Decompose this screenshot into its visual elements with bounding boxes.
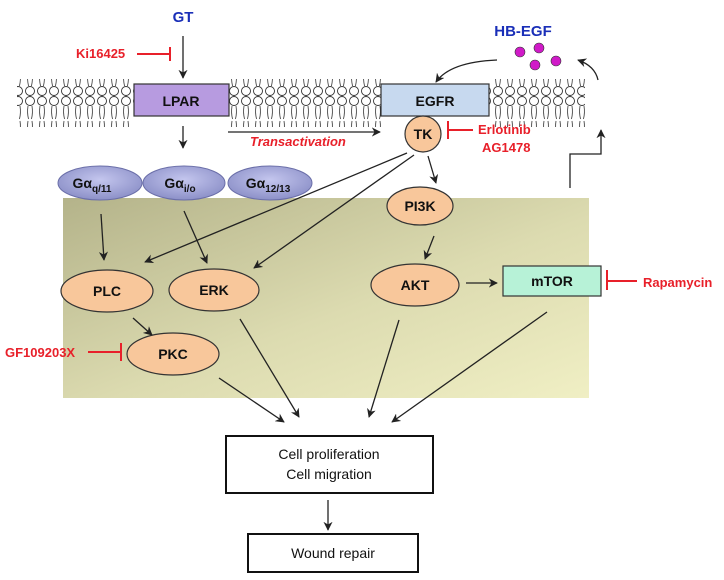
tk-label: TK [414,126,433,142]
wound-repair-box [247,533,419,573]
tk-node [404,115,442,153]
hbegf-molecules [514,42,562,71]
pkc-label: PKC [158,346,188,362]
pi3k-to-akt-arrow [423,235,435,260]
ki16425-inhibition-bar [137,47,171,61]
gf109203x-inhibition-bar [88,343,122,361]
plc-to-pkc-arrow [132,317,153,336]
erk-to-outcome-arrow [239,318,300,418]
pkc-to-outcome-arrow [218,377,285,423]
svg-text:Gαq/11: Gαq/11 [73,175,112,195]
erlotinib-inhibitor-label: Erlotinib [478,122,531,137]
g-protein-q11-main: Gα [73,175,93,191]
plc-label: PLC [93,283,121,299]
transactivation-label: Transactivation [250,134,346,149]
membrane-release-arrow [577,58,599,81]
tk-to-pi3k-arrow [427,155,439,184]
pi3k-label: PI3K [404,198,435,214]
erk-label: ERK [199,282,229,298]
egfr-label: EGFR [416,93,455,109]
akt-to-outcome-arrow [367,319,400,418]
erk-node [168,268,260,312]
pi3k-node [386,186,454,226]
svg-text:Gαi/o: Gαi/o [164,175,195,195]
tk-to-erk-arrow [253,154,415,269]
rapamycin-inhibition-bar [606,270,637,290]
g-protein-1213: Gα12/13 [227,165,313,201]
wound-repair-label: Wound repair [291,545,375,561]
outcome-box [225,435,434,494]
akt-node [370,263,460,307]
gq11-to-plc-arrow [98,213,109,261]
g-protein-io-main: Gα [164,175,184,191]
g-protein-q11-sub: q/11 [92,184,112,195]
hbegf-to-egfr-arrow [435,59,498,83]
ki16425-inhibitor-label: Ki16425 [76,46,125,61]
gf109203x-inhibitor-label: GF109203X [5,345,75,360]
akt-label: AKT [401,277,430,293]
cell-migration-label: Cell migration [286,466,372,482]
gio-to-erk-arrow [183,210,208,264]
cell-proliferation-label: Cell proliferation [278,446,379,462]
pkc-node [126,332,220,376]
gt-ligand-label: GT [173,9,194,26]
mtor-to-membrane-arrow [569,129,606,188]
lpar-label: LPAR [162,93,199,109]
egfr-receptor [380,83,490,117]
erlotinib-inhibition-bar [447,121,473,139]
mtor-node [502,265,602,297]
g-protein-1213-main: Gα [246,175,266,191]
g-protein-q11: Gαq/11 [57,165,143,201]
g-protein-1213-sub: 12/13 [265,184,290,195]
g-protein-io: Gαi/o [142,165,226,201]
mtor-label: mTOR [531,273,573,289]
plc-node [60,269,154,313]
lpar-receptor [133,83,230,117]
ag1478-inhibitor-label: AG1478 [482,140,530,155]
hbegf-ligand-label: HB-EGF [494,23,552,40]
mtor-to-outcome-arrow [391,311,548,423]
tk-to-plc-arrow [144,152,408,264]
g-protein-io-sub: i/o [184,184,196,195]
svg-text:Gα12/13: Gα12/13 [246,175,291,195]
cell-membrane [17,79,585,127]
rapamycin-inhibitor-label: Rapamycin [643,275,712,290]
